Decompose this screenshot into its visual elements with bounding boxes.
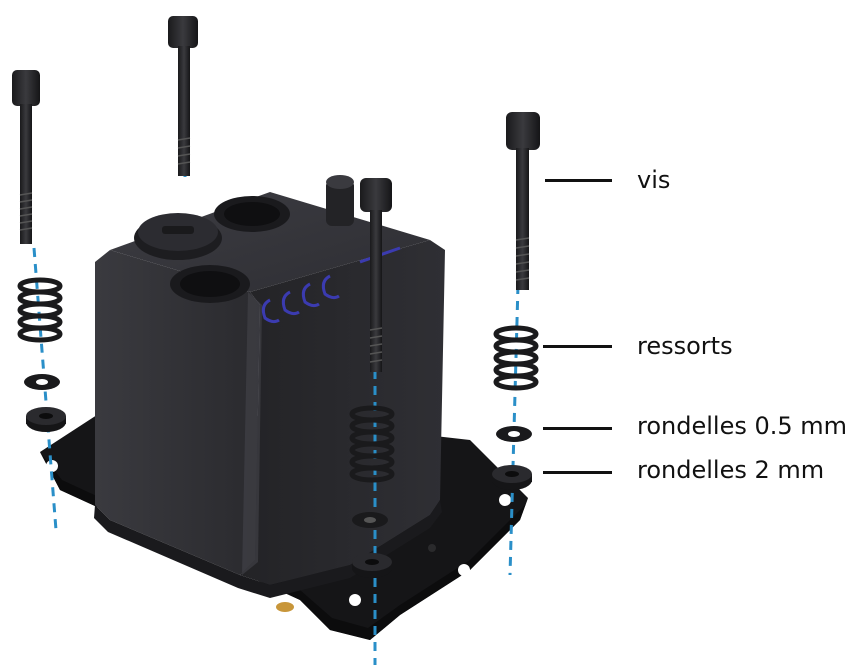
leader-line-washers-thick — [543, 471, 612, 474]
washer-thin-front — [352, 512, 388, 528]
screw-front — [360, 178, 392, 372]
screw-right — [506, 112, 540, 290]
washer-thin-left — [24, 374, 60, 390]
spring-right — [493, 325, 539, 391]
port-threaded-front — [170, 265, 250, 303]
mount-hole-front-left — [46, 460, 58, 472]
pump-housing — [94, 175, 445, 598]
leader-line-screw — [545, 179, 612, 182]
standoff-post — [326, 175, 354, 226]
label-washers-thick: rondelles 2 mm — [637, 456, 825, 484]
washer-thick-left — [26, 407, 66, 432]
logo-mark — [261, 246, 401, 324]
label-washers-thin: rondelles 0.5 mm — [637, 412, 848, 440]
port-threaded-back — [214, 196, 290, 232]
washer-thin-right — [496, 426, 532, 442]
leader-line-washers-thin — [543, 427, 612, 430]
mount-hole-back-right — [499, 494, 511, 506]
washer-thick-right — [492, 465, 532, 490]
spring-left — [17, 277, 63, 343]
mount-hole-front-right — [458, 564, 470, 576]
washer-thick-front — [352, 553, 392, 578]
mount-hole-small — [428, 544, 436, 552]
mount-hole-front — [349, 594, 361, 606]
screw-back — [168, 16, 198, 176]
screw-left — [12, 70, 40, 244]
spring-front — [349, 405, 395, 483]
label-screw: vis — [637, 166, 671, 194]
brass-fitting — [276, 602, 294, 612]
leader-line-springs — [543, 345, 612, 348]
inlet-cap — [134, 213, 222, 260]
label-springs: ressorts — [637, 332, 733, 360]
